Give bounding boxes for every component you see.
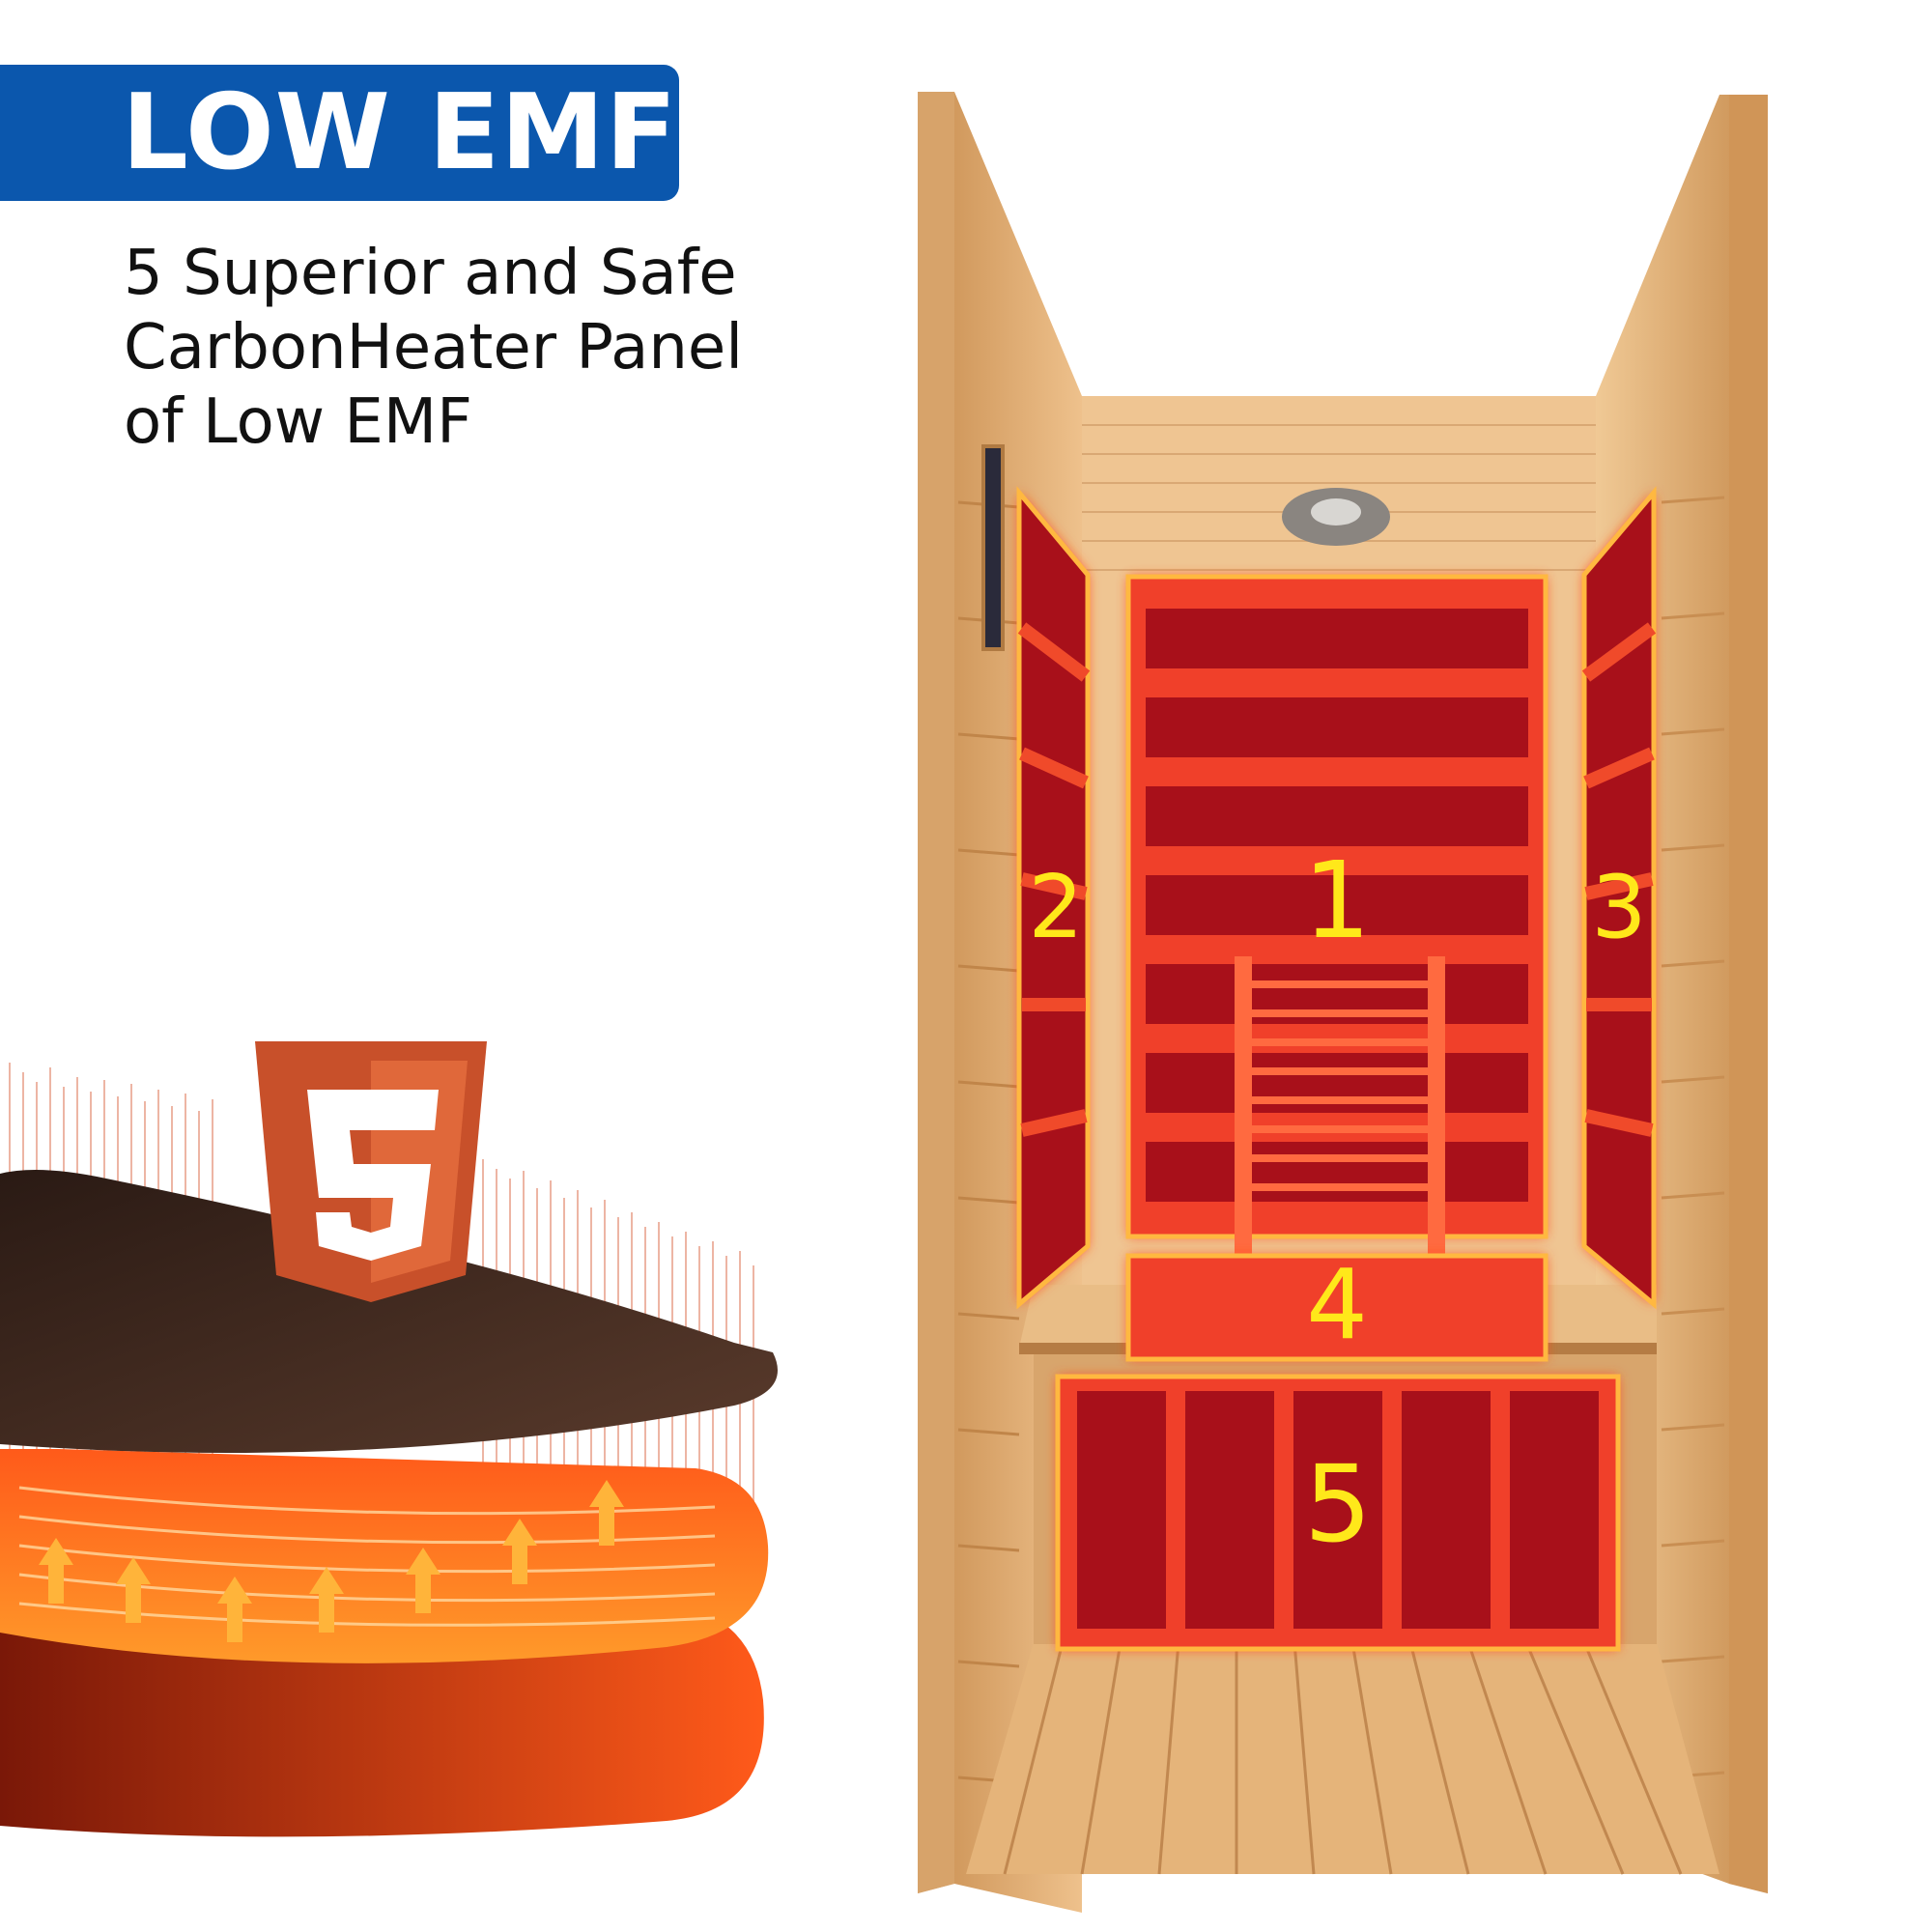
top-cover-sheet [0, 1170, 778, 1453]
heater-zone-4: 4 [1125, 1248, 1548, 1362]
right-wall-planks [1661, 496, 1725, 1779]
zone-2-label: 2 [1028, 857, 1083, 958]
arrow-up-icon [309, 1567, 344, 1633]
arrow-up-icon [39, 1538, 73, 1604]
arrow-up-icon [217, 1577, 252, 1642]
floor [966, 1642, 1719, 1874]
arrow-up-icon [116, 1557, 151, 1623]
heat-arrows [39, 1480, 624, 1642]
heater-zones: 1 2 3 4 [1016, 486, 1657, 1652]
low-emf-badge [0, 65, 679, 201]
headline-line-3: of Low EMF [124, 386, 472, 458]
arrow-up-icon [406, 1548, 440, 1613]
shield-digit [307, 1090, 439, 1261]
html5-shield-icon [255, 1041, 487, 1302]
zone-5-label: 5 [1304, 1442, 1372, 1566]
headline-line-2: CarbonHeater Panel [124, 312, 744, 384]
badge-label: LOW EMF [122, 72, 678, 193]
heater-zone-1: 1 [1125, 574, 1548, 1275]
heater-zone-3: 3 [1581, 486, 1657, 1310]
carbon-heater-illustration [0, 1041, 778, 1837]
heater-zone-2: 2 [1016, 486, 1091, 1310]
arrow-up-icon [589, 1480, 624, 1546]
zone-4-label: 4 [1306, 1248, 1368, 1361]
bottom-reflector-sheet [0, 1604, 764, 1837]
headline: 5 Superior and Safe CarbonHeater Panel o… [124, 237, 819, 460]
zone-3-label: 3 [1591, 857, 1646, 958]
control-panel [981, 444, 1005, 651]
zone-1-label: 1 [1303, 838, 1371, 962]
headline-line-1: 5 Superior and Safe [124, 238, 737, 309]
arrow-up-icon [502, 1519, 537, 1584]
heater-zone-5: 5 [1055, 1374, 1621, 1652]
floor-slats [1003, 1641, 1683, 1875]
